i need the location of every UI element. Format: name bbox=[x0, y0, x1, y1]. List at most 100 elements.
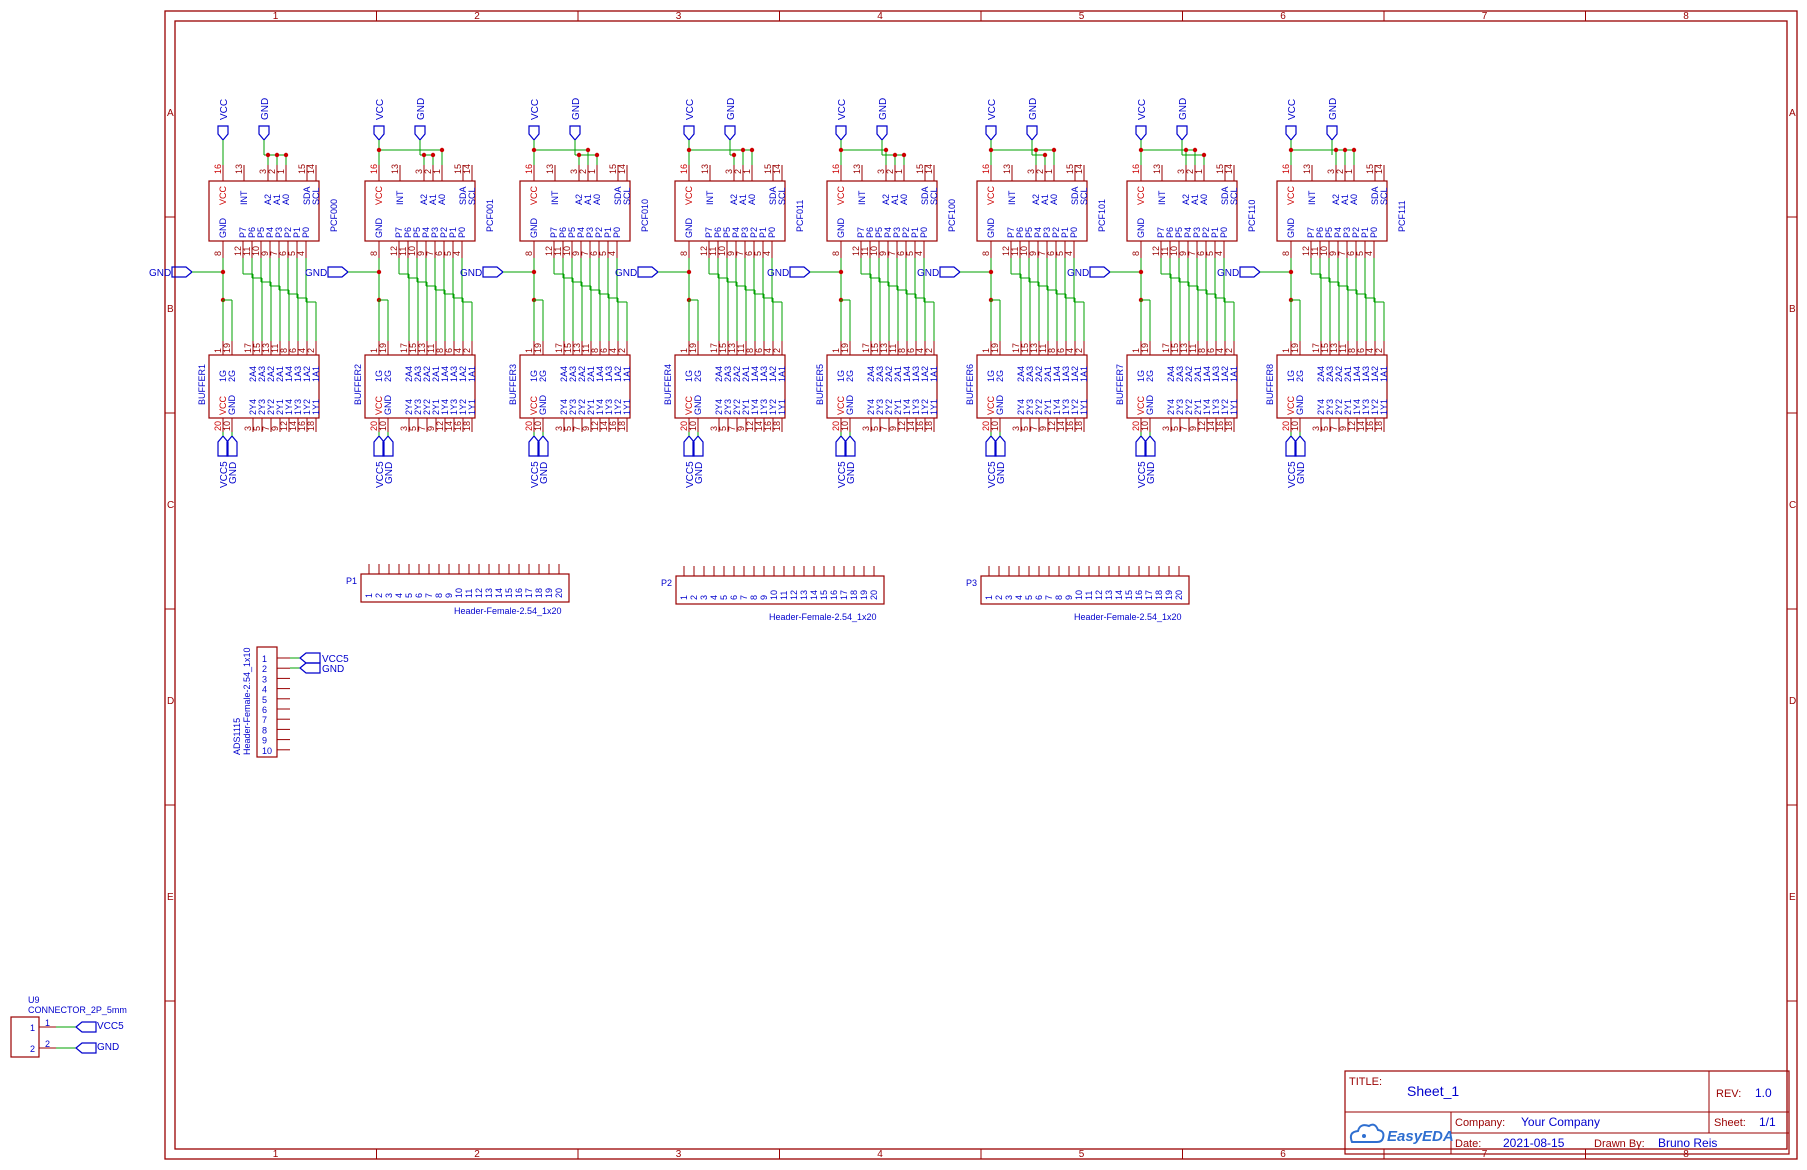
pcf-pin-number: 5 bbox=[905, 251, 915, 256]
header-pin-number: 4 bbox=[709, 595, 719, 600]
buffer-pin-name: 2A4 bbox=[559, 366, 569, 382]
junction-dot bbox=[1333, 147, 1339, 153]
pcf-pin-name: P2 bbox=[1351, 227, 1361, 238]
buffer-pin-number: 14 bbox=[1356, 421, 1366, 431]
pcf-pin-number: 16 bbox=[981, 164, 991, 174]
frame-col-label-top: 4 bbox=[877, 11, 883, 22]
buffer-designator: BUFFER8 bbox=[1265, 364, 1275, 405]
frame-row-label-right: C bbox=[1789, 500, 1796, 511]
net-label-gnd: GND bbox=[322, 664, 344, 675]
net-flag-icon bbox=[692, 435, 704, 457]
buffer-pin-number: 14 bbox=[288, 421, 298, 431]
header-pin-number: 8 bbox=[749, 595, 759, 600]
pcf-pin-number: 2 bbox=[885, 169, 895, 174]
pcf-pin-name: P3 bbox=[1192, 227, 1202, 238]
buffer-designator: BUFFER7 bbox=[1115, 364, 1125, 405]
buffer-pin-number: 3 bbox=[1161, 426, 1171, 431]
buffer-pin-number: 15 bbox=[252, 343, 262, 353]
buffer-pin-number: 19 bbox=[1290, 343, 1300, 353]
pcf-pin-name: A1 bbox=[1340, 194, 1350, 205]
pcf-pin-name: INT bbox=[395, 190, 405, 205]
net-label-vcc: VCC bbox=[987, 99, 998, 120]
net-label-vcc5: VCC5 bbox=[375, 461, 386, 488]
ads-pin-number: 3 bbox=[262, 674, 267, 684]
pcf-pin-number: 7 bbox=[887, 251, 897, 256]
pcf-pin-name: P1 bbox=[1060, 227, 1070, 238]
pcf-pin-name: SDA bbox=[302, 186, 312, 205]
junction-dot bbox=[686, 269, 692, 275]
frame-row-label-right: D bbox=[1789, 696, 1796, 707]
header-pin-number: 14 bbox=[809, 590, 819, 600]
pcf-pin-name: A0 bbox=[1349, 194, 1359, 205]
pcf-pin-number: 4 bbox=[914, 251, 924, 256]
pcf-pin-number: 16 bbox=[369, 164, 379, 174]
pcf-designator: PCF000 bbox=[329, 199, 339, 232]
net-flag-icon bbox=[1026, 125, 1038, 141]
buffer-pin-number: 1 bbox=[831, 348, 841, 353]
buffer-pin-number: 15 bbox=[870, 343, 880, 353]
net-label-vcc5: VCC5 bbox=[530, 461, 541, 488]
buffer-pin-number: 13 bbox=[417, 343, 427, 353]
pcf-pin-number: 4 bbox=[607, 251, 617, 256]
pcf-pin-name: A1 bbox=[428, 194, 438, 205]
pcf-pin-number: 2 bbox=[578, 169, 588, 174]
frame-col-label-top: 5 bbox=[1079, 11, 1085, 22]
buffer-pin-name: 2Y4 bbox=[1316, 399, 1326, 415]
buffer-pin-name: 2A4 bbox=[1016, 366, 1026, 382]
date-value: 2021-08-15 bbox=[1503, 1136, 1565, 1150]
net-label-gnd: GND bbox=[1178, 98, 1189, 120]
connector-pin-number: 2 bbox=[30, 1044, 35, 1054]
buffer-pin-name: 1A1 bbox=[777, 366, 787, 382]
net-label-gnd: GND bbox=[1328, 98, 1339, 120]
pcf-pin-name: A2 bbox=[263, 194, 273, 205]
buffer-pin-name: 1A1 bbox=[622, 366, 632, 382]
pcf-pin-number: 10 bbox=[1169, 246, 1179, 256]
buffer-pin-number: 16 bbox=[1215, 421, 1225, 431]
junction-dot bbox=[901, 152, 907, 158]
ads-pin-number: 1 bbox=[262, 654, 267, 664]
net-label-vcc5: VCC5 bbox=[685, 461, 696, 488]
net-flag-icon bbox=[258, 125, 270, 141]
pcf-designator: PCF100 bbox=[947, 199, 957, 232]
buffer-pin-number: 13 bbox=[727, 343, 737, 353]
pcf-pin-name: P0 bbox=[1069, 227, 1079, 238]
buffer-pin-name: 1A3 bbox=[1361, 366, 1371, 382]
buffer-pin-name: 2A2 bbox=[422, 366, 432, 382]
buffer-pin-number: 6 bbox=[288, 348, 298, 353]
buffer-pin-name: 2A1 bbox=[586, 366, 596, 382]
buffer-pin-number: 12 bbox=[590, 421, 600, 431]
buffer-pin-name: 2Y3 bbox=[1325, 399, 1335, 415]
buffer-pin-number: 4 bbox=[297, 348, 307, 353]
frame-col-label-bottom: 3 bbox=[676, 1149, 682, 1160]
buffer-pin-name: 1Y4 bbox=[750, 399, 760, 415]
buffer-pin-number: 8 bbox=[590, 348, 600, 353]
junction-dot bbox=[585, 147, 591, 153]
buffer-pin-number: 5 bbox=[718, 426, 728, 431]
pcf-pin-name: INT bbox=[1007, 190, 1017, 205]
buffer-pin-number: 9 bbox=[270, 426, 280, 431]
buffer-pin-name: 2G bbox=[1145, 370, 1155, 382]
pcf-pin-number: 1 bbox=[276, 169, 286, 174]
buffer-pin-name: 2A1 bbox=[1043, 366, 1053, 382]
pcf-pin-name: P2 bbox=[439, 227, 449, 238]
buffer-pin-number: 10 bbox=[688, 421, 698, 431]
pcf-pin-name: P5 bbox=[412, 227, 422, 238]
buffer-pin-name: 1A2 bbox=[1070, 366, 1080, 382]
buffer-pin-number: 16 bbox=[1365, 421, 1375, 431]
buffer-pin-number: 14 bbox=[1206, 421, 1216, 431]
buffer-pin-name: GND bbox=[845, 395, 855, 416]
header-pin-number: 7 bbox=[1044, 595, 1054, 600]
junction-dot bbox=[892, 152, 898, 158]
buffer-pin-name: 1A3 bbox=[604, 366, 614, 382]
buffer-pin-number: 2 bbox=[306, 348, 316, 353]
buffer-pin-number: 17 bbox=[554, 343, 564, 353]
buffer-pin-name: 1Y1 bbox=[1079, 399, 1089, 415]
buffer-pin-name: 2Y4 bbox=[1016, 399, 1026, 415]
buffer-chip-body bbox=[1126, 354, 1238, 419]
net-label-gnd: GND bbox=[1067, 268, 1089, 279]
buffer-pin-number: 3 bbox=[1311, 426, 1321, 431]
buffer-pin-number: 6 bbox=[1056, 348, 1066, 353]
pcf-pin-name: SCL bbox=[1079, 187, 1089, 205]
sheet-title: Sheet_1 bbox=[1407, 1083, 1459, 1099]
